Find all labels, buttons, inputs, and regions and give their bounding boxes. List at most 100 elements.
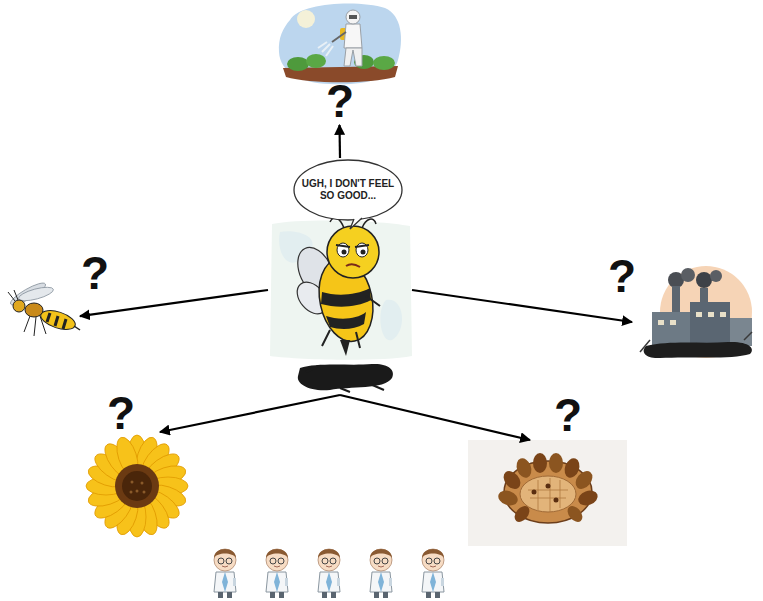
sunflower-node: ?: [85, 432, 190, 540]
mites-picture-part: [528, 478, 568, 512]
pesticide-picture-part: [344, 48, 362, 66]
factory-picture-part: [681, 268, 695, 282]
mites-picture-part: [520, 476, 576, 512]
wasp-picture-part: [8, 290, 18, 301]
question-mark: ?: [608, 253, 636, 299]
bee-picture-part: [270, 220, 412, 359]
factory-picture-part: [690, 302, 730, 346]
factory-picture: [640, 266, 752, 358]
scientist-figures-part: [422, 549, 444, 598]
sunflower-picture-part: [122, 471, 152, 501]
pesticide-picture: [279, 4, 401, 85]
arrow-connector: [412, 290, 632, 322]
bee-picture-part: [306, 366, 384, 392]
sunflower-picture: [86, 435, 189, 538]
pesticide-picture-part: [332, 32, 346, 42]
pesticide-picture-part: [318, 42, 333, 56]
pesticide-picture-part: [287, 57, 309, 71]
wasp-picture-part: [25, 303, 43, 317]
wasp-picture-part: [13, 300, 25, 312]
sunflower-picture-part: [143, 491, 146, 494]
bee-picture-part: [294, 160, 402, 220]
speech-bubble-text: UGH, I DON'T FEEL SO GOOD...: [301, 178, 395, 202]
factory-picture-part: [670, 320, 676, 325]
factory-picture-part: [658, 320, 664, 325]
scientist-figures-part: [370, 549, 392, 598]
scientist-figures-part: [318, 549, 340, 598]
pesticide-picture-part: [349, 15, 357, 19]
pesticide-picture-part: [344, 24, 362, 48]
mites-picture-part: [572, 468, 596, 492]
wasp-node: ?: [5, 285, 80, 345]
sunflower-picture-part: [86, 435, 189, 538]
factory-picture-part: [644, 342, 752, 358]
mites-picture-part: [512, 503, 533, 525]
wasp-picture-part: [24, 316, 46, 336]
question-mark: ?: [326, 78, 354, 124]
bee-picture-part: [380, 300, 402, 341]
mites-picture-part: [546, 484, 551, 489]
wasp-picture-part: [47, 313, 66, 329]
factory-picture-part: [640, 332, 752, 352]
pesticide-picture-part: [306, 54, 326, 68]
pesticide-picture-part: [346, 10, 360, 24]
mites-node: ?: [468, 440, 627, 546]
factory-picture-part: [696, 312, 702, 317]
arrow-connector: [340, 395, 530, 440]
scientist-figures: [214, 549, 444, 598]
mites-picture-part: [532, 490, 537, 495]
sunflower-picture-part: [130, 491, 133, 494]
bee-picture-part: [336, 245, 369, 247]
wasp-picture-part: [74, 326, 80, 330]
factory-picture-part: [710, 270, 722, 282]
bee-picture-part: [321, 288, 371, 307]
sunflower-picture-part: [136, 490, 139, 493]
mites-picture-part: [576, 488, 600, 508]
bee-picture-part: [322, 296, 380, 348]
sunflower-picture-part: [131, 481, 134, 484]
mites-picture-part: [549, 453, 563, 473]
mites-picture: [468, 440, 627, 546]
mites-picture-part: [496, 488, 520, 508]
factory-picture-part: [652, 312, 690, 346]
bee-picture-part: [327, 226, 379, 278]
pesticide-picture-part: [297, 10, 315, 28]
scientist-figures-part: [266, 549, 288, 598]
pesticide-picture-part: [373, 56, 395, 70]
wasp-picture: [8, 280, 80, 336]
bee-picture-part: [350, 218, 362, 229]
pesticide-node: ?: [277, 0, 402, 125]
wasp-picture-part: [17, 285, 54, 304]
mites-picture-part: [468, 440, 627, 546]
factory-picture-part: [696, 272, 712, 288]
question-mark: ?: [81, 250, 109, 296]
arrow-connector: [160, 395, 340, 432]
question-mark: ?: [554, 392, 582, 438]
mites-picture-part: [554, 498, 559, 503]
bee-picture-part: [362, 219, 376, 228]
bee-picture: [270, 160, 412, 392]
bee-picture-part: [361, 250, 366, 255]
bee-node: UGH, I DON'T FEEL SO GOOD...: [268, 158, 412, 395]
factory-picture-part: [720, 312, 726, 317]
factory-picture-part: [708, 312, 714, 317]
mites-picture-part: [565, 503, 586, 525]
mites-picture-part: [533, 453, 547, 473]
bee-picture-part: [342, 250, 347, 255]
mites-picture-part: [514, 456, 534, 480]
factory-picture-part: [730, 318, 752, 346]
arrow-connector: [338, 125, 341, 158]
bee-picture-part: [340, 340, 350, 356]
factory-picture-part: [672, 286, 680, 312]
factory-node: ?: [632, 268, 758, 360]
scientist-figures-part: [214, 549, 236, 598]
sunflower-picture-part: [115, 464, 159, 508]
bee-picture-part: [326, 312, 366, 329]
bee-picture-part: [346, 264, 360, 267]
question-mark: ?: [107, 390, 135, 436]
pesticide-picture-part: [279, 4, 401, 85]
sunflower-picture-part: [141, 482, 144, 485]
